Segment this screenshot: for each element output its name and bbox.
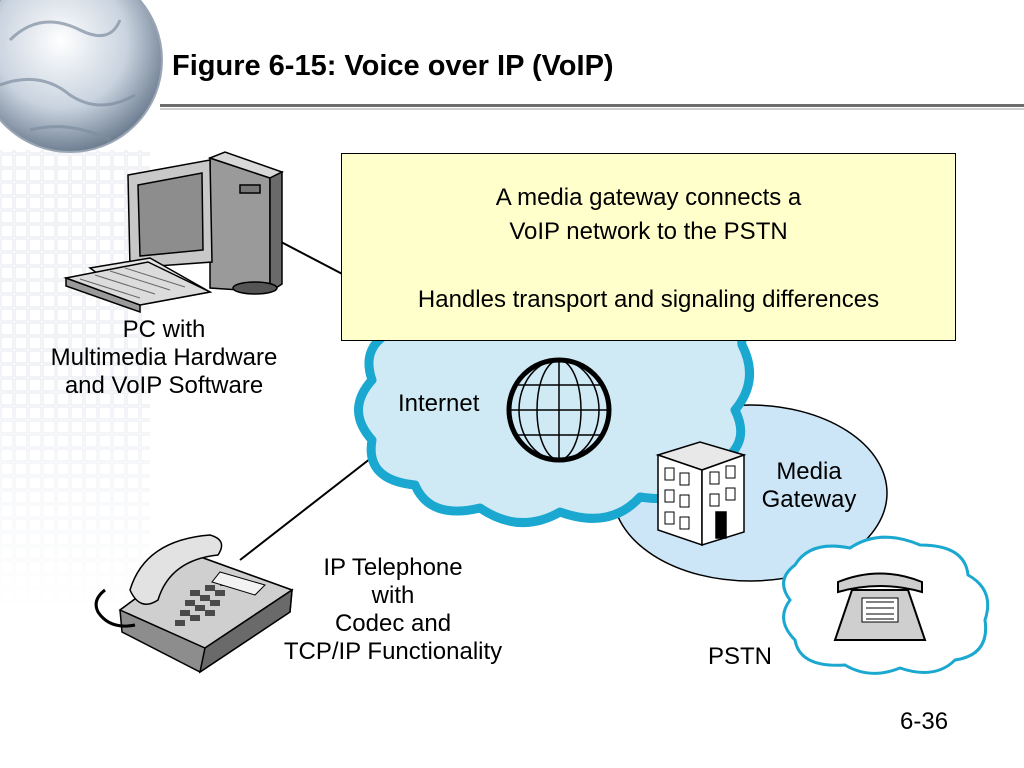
pc-computer-icon (63, 151, 284, 314)
media-gateway-label-line-2: Gateway (761, 486, 857, 513)
globe-logo-icon (0, 0, 163, 153)
ip-telephone-label-line-3: Codec and (334, 610, 452, 637)
page-number: 6-36 (900, 708, 949, 735)
title-divider (160, 104, 1024, 107)
ip-telephone-label-line-2: with (371, 582, 415, 609)
phone-to-internet-line (239, 454, 376, 561)
media-gateway-label-line-1: Media (776, 458, 842, 485)
title-divider-shadow (160, 108, 1024, 110)
callout-line-1: A media gateway connects a (495, 184, 802, 211)
slide-title: Figure 6-15: Voice over IP (VoIP) (172, 50, 614, 82)
pc-label-line-3: and VoIP Software (64, 372, 264, 399)
pc-label: PC with Multimedia Hardware and VoIP Sof… (24, 316, 304, 400)
media-gateway-building-icon (655, 441, 747, 547)
internet-label: Internet (398, 390, 480, 417)
pstn-label: PSTN (708, 643, 773, 670)
pc-label-line-1: PC with (122, 316, 206, 343)
ip-telephone-label-line-1: IP Telephone (323, 554, 463, 581)
ip-telephone-label-line-4: TCP/IP Functionality (283, 638, 503, 665)
callout-box: A media gateway connects a VoIP network … (341, 153, 956, 341)
pc-label-line-2: Multimedia Hardware (50, 344, 278, 371)
ip-telephone-label: IP Telephone with Codec and TCP/IP Funct… (262, 554, 524, 666)
callout-line-2: VoIP network to the PSTN (509, 218, 788, 245)
internet-globe-icon (506, 357, 612, 463)
pstn-telephone-icon (833, 572, 927, 641)
ip-telephone-icon (94, 534, 294, 674)
background-grid-decoration (0, 150, 150, 610)
callout-line-3: Handles transport and signaling differen… (417, 286, 880, 313)
media-gateway-label: Media Gateway (750, 458, 868, 514)
